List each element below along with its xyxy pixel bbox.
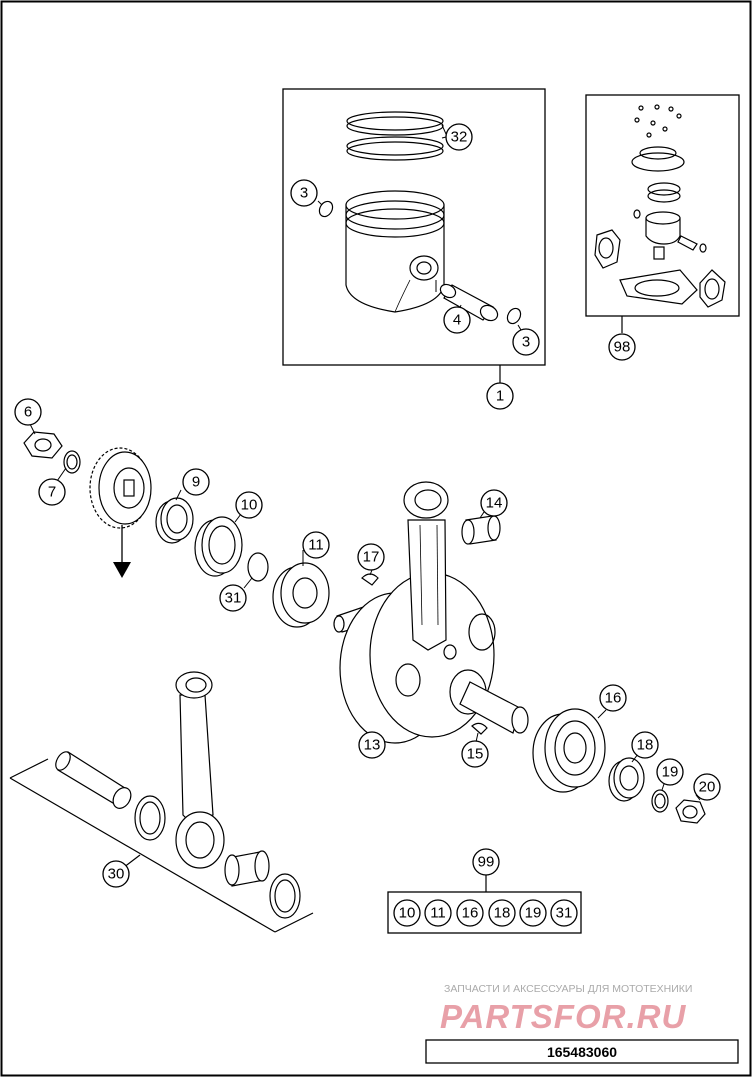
callout-19-label: 19: [662, 764, 679, 781]
circlip-drawing-2: [506, 307, 522, 325]
callout-18-label: 18: [637, 737, 654, 754]
document-number-box: 165483060: [425, 1039, 739, 1064]
callout-99: 99: [472, 848, 500, 876]
callout-3-upper: 3: [290, 179, 318, 207]
callout-17: 17: [357, 543, 385, 571]
callout-98-label: 98: [614, 339, 631, 356]
callout-16-label: 16: [605, 690, 622, 707]
callout-20: 20: [693, 773, 721, 801]
primary-gear-group: [23, 431, 379, 628]
callout-15-label: 15: [467, 746, 484, 763]
kit-99-list: [387, 874, 582, 934]
crankshaft-drawing: [333, 481, 529, 744]
kit-99-item-18-label: 18: [494, 905, 511, 922]
callout-32-label: 32: [451, 129, 468, 146]
callout-14-label: 14: [486, 495, 503, 512]
callout-4: 4: [443, 306, 471, 334]
document-number: 165483060: [547, 1044, 617, 1060]
callout-99-label: 99: [478, 854, 495, 871]
callout-19: 19: [656, 758, 684, 786]
callout-7-label: 7: [48, 484, 56, 501]
callout-13: 13: [358, 731, 386, 759]
callout-13-label: 13: [364, 737, 381, 754]
callout-7: 7: [38, 478, 66, 506]
woodruff-key-drawing: [471, 722, 488, 735]
kit-99-item-16: 16: [456, 899, 484, 927]
kit-99-item-19: 19: [519, 899, 547, 927]
conrod-kit-group: [9, 671, 314, 933]
kit-99-item-10: 10: [393, 899, 421, 927]
callout-4-label: 4: [453, 312, 461, 329]
callout-3-lower-label: 3: [522, 334, 530, 351]
callout-6: 6: [14, 398, 42, 426]
callout-11: 11: [302, 531, 330, 559]
kit-99-item-19-label: 19: [525, 905, 542, 922]
callout-31: 31: [219, 584, 247, 612]
callout-18: 18: [631, 731, 659, 759]
callout-17-label: 17: [363, 549, 380, 566]
callout-14: 14: [480, 489, 508, 517]
piston-kit-box: [282, 88, 546, 383]
kit-99-item-31: 31: [550, 899, 578, 927]
callout-3-upper-label: 3: [300, 185, 308, 202]
right-bearing-group: [532, 708, 706, 824]
piston-rings-drawing: [346, 111, 447, 161]
callout-11-label: 11: [308, 537, 324, 554]
callout-3-lower: 3: [512, 328, 540, 356]
watermark-tagline: ЗАПЧАСТИ И АКСЕССУАРЫ ДЛЯ МОТОТЕХНИКИ: [444, 983, 692, 995]
kit-99-item-11: 11: [424, 899, 452, 927]
callout-10: 10: [235, 491, 263, 519]
watermark-logo: PARTSFOR.RU: [440, 998, 686, 1035]
kit-99-item-11-label: 11: [430, 905, 446, 922]
callout-1-label: 1: [496, 388, 504, 405]
callout-98: 98: [608, 333, 636, 361]
callout-10-label: 10: [241, 497, 258, 514]
callout-32: 32: [445, 123, 473, 151]
callout-30: 30: [102, 860, 130, 888]
callout-31-label: 31: [225, 590, 242, 607]
kit-99-item-10-label: 10: [399, 905, 416, 922]
kit-99-item-31-label: 31: [556, 905, 573, 922]
callout-1: 1: [486, 382, 514, 410]
watermark: ЗАПЧАСТИ И АКСЕССУАРЫ ДЛЯ МОТОТЕХНИКИ PA…: [440, 983, 692, 1035]
needle-bearing-drawing: [461, 515, 501, 545]
callout-20-label: 20: [699, 779, 716, 796]
kit-99-item-16-label: 16: [462, 905, 479, 922]
callout-30-label: 30: [108, 866, 125, 883]
piston-pin-drawing: [439, 283, 499, 322]
callout-6-label: 6: [24, 404, 32, 421]
gasket-kit-box: [585, 94, 740, 333]
callout-9-label: 9: [192, 474, 200, 491]
kit-99-item-18: 18: [488, 899, 516, 927]
callout-16: 16: [599, 684, 627, 712]
circlip-drawing: [318, 200, 334, 218]
piston-drawing: [345, 190, 445, 313]
callout-9: 9: [182, 468, 210, 496]
callout-15: 15: [461, 740, 489, 768]
